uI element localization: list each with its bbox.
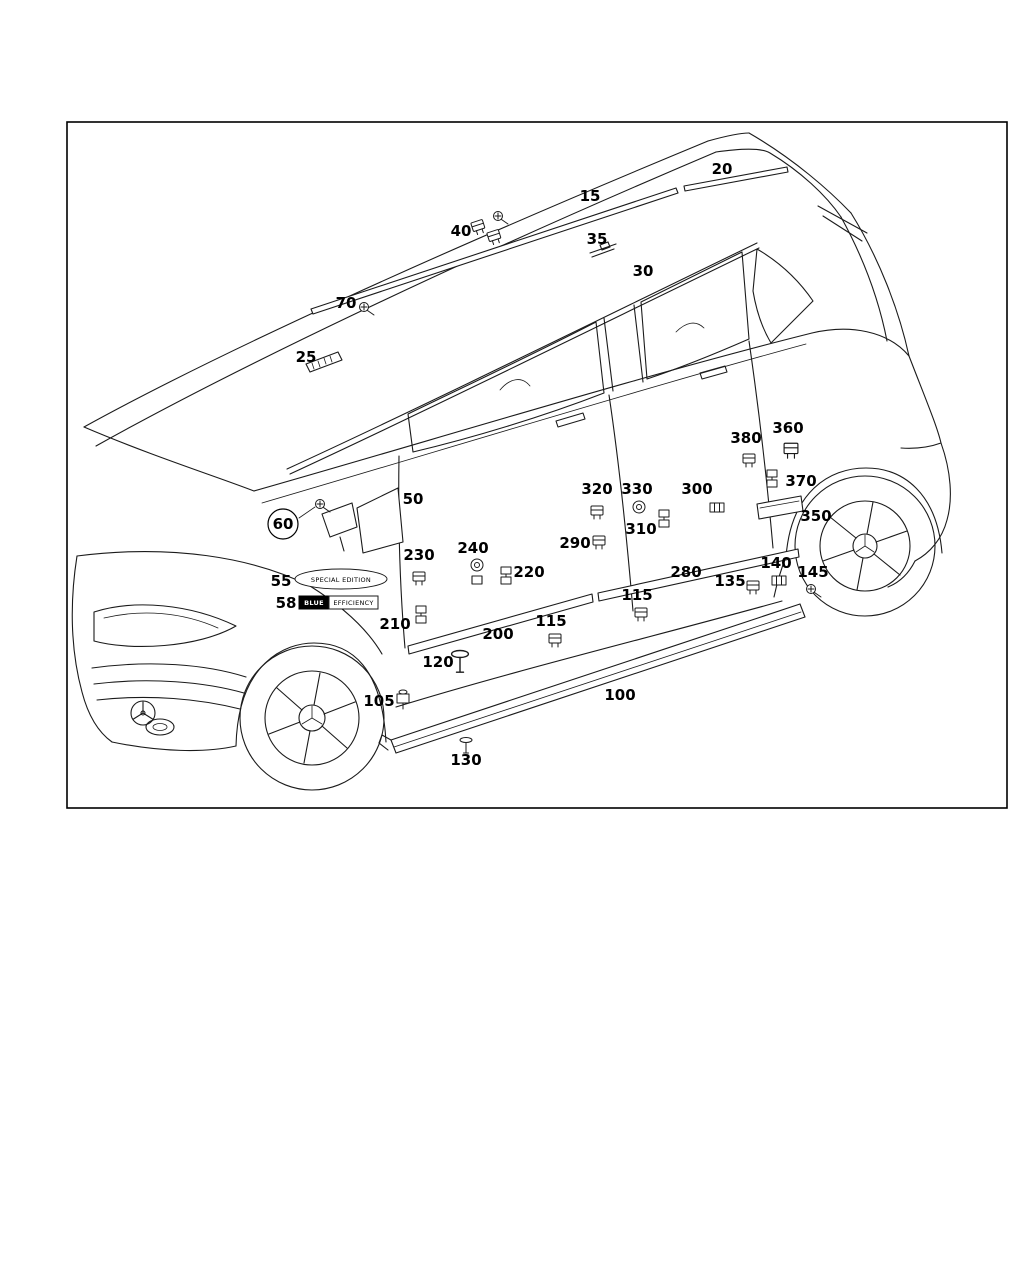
roof-moulding-15 [310,187,679,315]
part-label-140-22: 140 [760,554,791,572]
part-label-280-21: 280 [670,563,701,581]
rear-door-handle [699,365,728,380]
b-pillar [603,304,644,392]
door-moulding-200 [407,593,594,655]
leader-line-60 [298,506,316,519]
part-label-circle-60 [267,508,299,540]
special-edition-text: SPECIAL EDITION [311,576,371,584]
bracket-35 [589,241,617,258]
front-wheel [235,642,387,791]
headlight [93,604,237,647]
badge-special-edition: SPECIAL EDITION [294,568,388,590]
badge-blue-efficiency: BLUE EFFICIENCY [298,595,379,610]
mirror-housing [321,502,358,552]
washer-240 [471,575,483,585]
side-skirt-100 [378,603,806,754]
grille [91,663,247,710]
part-label-100-31: 100 [604,686,635,704]
part-label-300-13: 300 [681,480,712,498]
part-label-370-9: 370 [785,472,816,490]
quarter-window [752,248,814,344]
part-label-145-24: 145 [797,563,828,581]
part-label-310-14: 310 [625,520,656,538]
part-label-350-10: 350 [800,507,831,525]
part-label-120-29: 120 [422,653,453,671]
part-label-130-32: 130 [450,751,481,769]
rear-wheel [794,475,936,617]
fog-lamp [145,718,175,736]
part-label-200-27: 200 [482,625,513,643]
bracket-140 [771,575,787,586]
blue-text: BLUE [304,599,324,607]
part-label-55-33: 55 [271,572,292,590]
front-door-handle [555,412,586,428]
part-label-320-11: 320 [581,480,612,498]
part-label-50-16: 50 [403,490,424,508]
part-label-40-2: 40 [451,222,472,240]
part-label-115-25: 115 [621,586,652,604]
end-piece-25 [305,351,343,373]
part-label-58-34: 58 [276,594,297,612]
roof-moulding-20 [683,166,789,192]
part-label-30-4: 30 [633,262,654,280]
part-label-70-5: 70 [336,294,357,312]
part-label-240-19: 240 [457,539,488,557]
part-labels: 20 15 40 35 30 70 25 360 380 370 350 320 330 300 310 29… [267,160,832,769]
door-moulding-280 [597,548,800,602]
part-label-360-7: 360 [772,419,803,437]
rear-door-window [640,251,750,380]
front-door-window [407,321,605,453]
plate-350 [756,495,804,520]
part-label-290-15: 290 [559,534,590,552]
brand-star-emblem [130,700,156,726]
drip-rail-moulding-30 [286,242,760,475]
part-label-380-8: 380 [730,429,761,447]
efficiency-text: EFFICIENCY [333,599,373,607]
part-label-220-20: 220 [513,563,544,581]
part-label-20-0: 20 [712,160,733,178]
part-label-60-17: 60 [273,515,294,533]
part-label-135-23: 135 [714,572,745,590]
trim-parts [286,166,806,754]
part-label-115-28: 115 [535,612,566,630]
mirror-triangle-trim-50 [356,487,404,554]
part-label-230-18: 230 [403,546,434,564]
bracket-300 [709,502,725,513]
part-label-210-26: 210 [379,615,410,633]
grommet-240 [470,558,484,572]
part-label-15-1: 15 [580,187,601,205]
car-line-art [71,132,951,791]
grommet-330 [632,500,646,514]
part-label-330-12: 330 [621,480,652,498]
part-label-25-6: 25 [296,348,317,366]
part-label-35-3: 35 [587,230,608,248]
part-label-105-30: 105 [363,692,394,710]
